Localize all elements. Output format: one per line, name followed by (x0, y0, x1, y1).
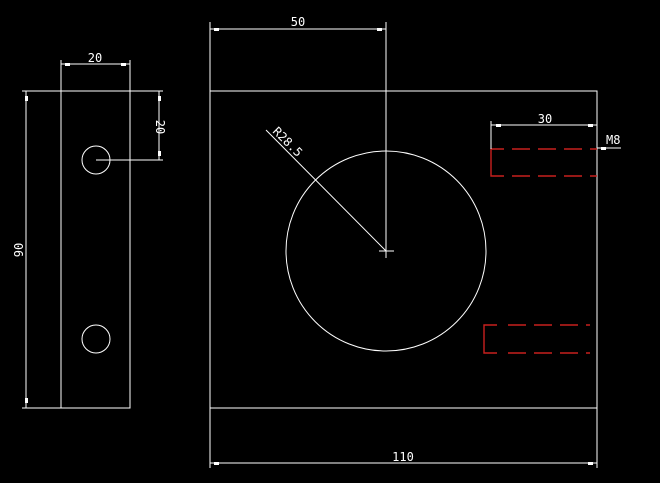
side-width-dimension: 20 (60, 51, 131, 91)
side-view: 20 20 90 (12, 51, 167, 409)
svg-text:50: 50 (291, 15, 305, 29)
overall-width-dimension: 110 (209, 408, 598, 468)
side-height-dimension: 90 (12, 91, 61, 409)
front-view-outline (209, 90, 598, 409)
svg-text:110: 110 (392, 450, 414, 464)
svg-text:20: 20 (88, 51, 102, 65)
svg-text:R28.5: R28.5 (270, 124, 305, 159)
svg-text:30: 30 (538, 112, 552, 126)
threaded-hole-bottom (483, 324, 590, 354)
side-view-outline (60, 90, 131, 409)
svg-text:20: 20 (153, 120, 167, 134)
thread-depth-dimension: 30 (490, 112, 597, 149)
svg-text:90: 90 (12, 243, 26, 257)
thread-callout: M8 (597, 133, 621, 150)
svg-text:M8: M8 (606, 133, 620, 147)
center-position-dimension: 50 (209, 15, 387, 251)
radius-dimension: R28.5 (265, 124, 387, 252)
front-view: 50 R28.5 30 M8 (209, 15, 621, 468)
side-hole-bottom (81, 324, 111, 354)
side-hole-offset-dimension: 20 (22, 90, 167, 161)
threaded-hole-top (490, 148, 597, 177)
